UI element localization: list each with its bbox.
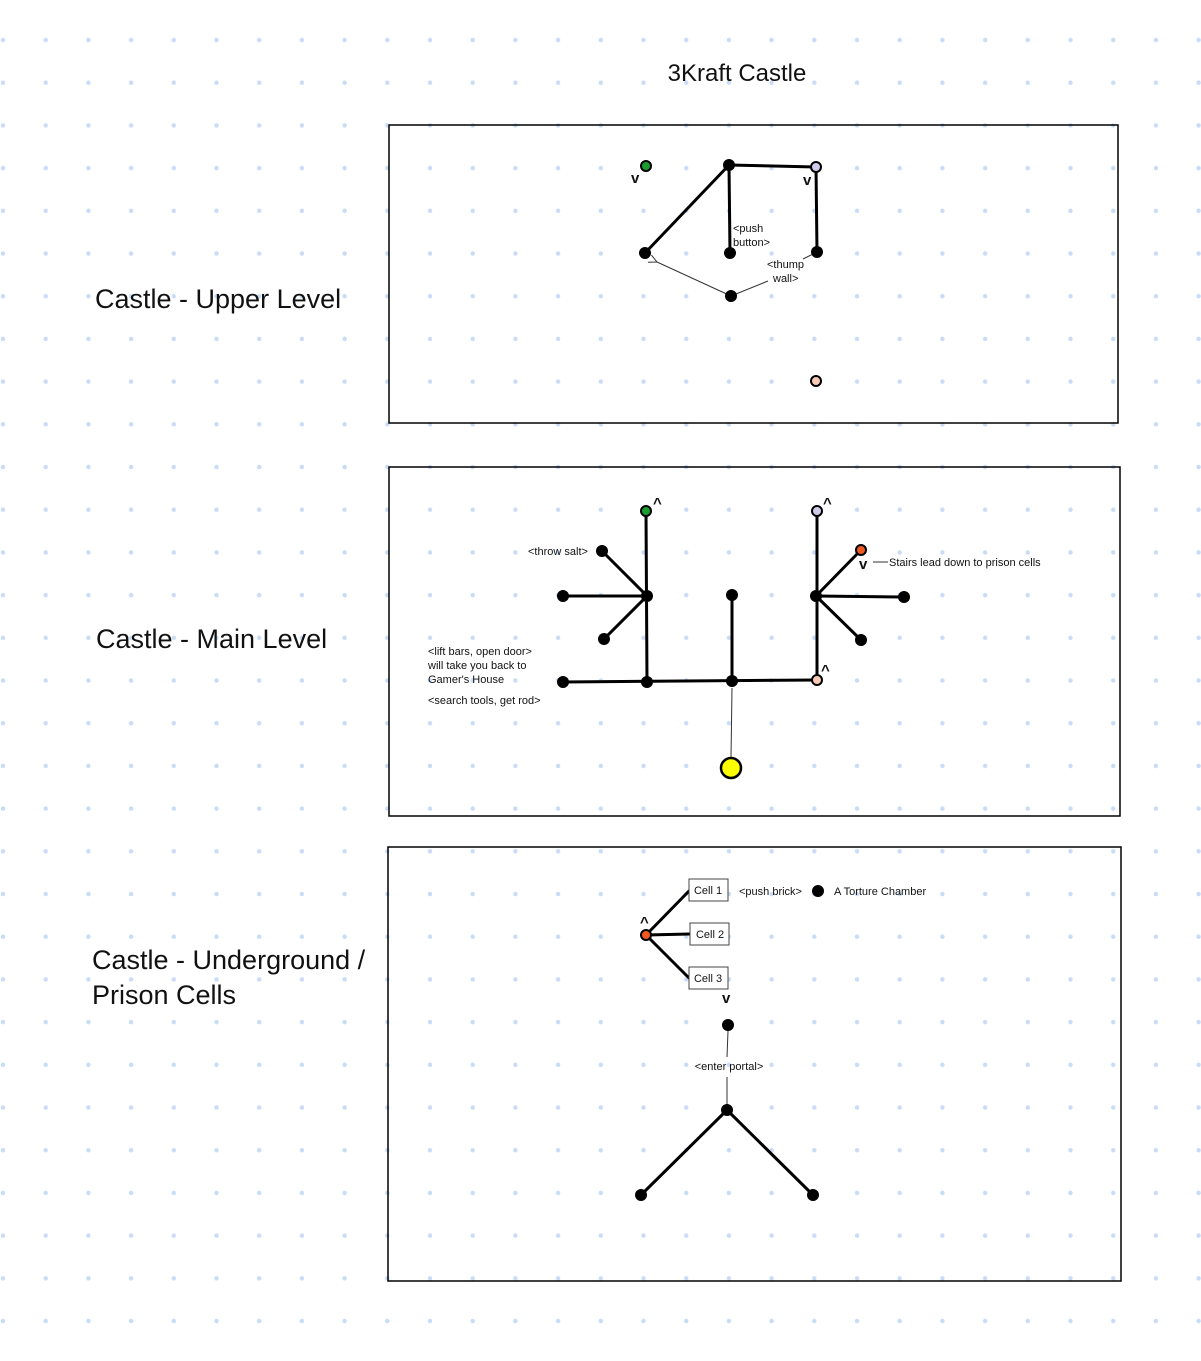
edge	[814, 548, 863, 598]
down-marker: v	[722, 990, 731, 1007]
annotation: <throw salt>	[528, 546, 588, 558]
arrow-to-left-node	[657, 262, 732, 297]
torture-chamber-node	[812, 885, 824, 897]
node	[641, 676, 653, 688]
red-stair-node	[855, 544, 867, 556]
node	[557, 676, 569, 688]
annotation: <push	[733, 223, 763, 235]
down-marker: v	[859, 556, 868, 573]
down-marker: v	[631, 170, 640, 187]
annotation: <lift bars, open door>	[428, 646, 532, 658]
node	[898, 591, 910, 603]
section-label-main: Castle - Main Level	[96, 624, 327, 654]
main-level-panel	[388, 466, 1121, 817]
lavender-stair-node	[811, 505, 823, 517]
connector-line	[726, 1030, 729, 1058]
annotation: <thump	[767, 259, 804, 271]
cell-2-box	[689, 922, 730, 946]
annotation: will take you back to	[427, 660, 526, 672]
node	[639, 247, 651, 259]
node	[726, 675, 738, 687]
edge	[600, 549, 649, 598]
edge	[644, 933, 691, 980]
cell-label: Cell 1	[694, 885, 722, 897]
peach-stair-node	[810, 375, 822, 387]
node	[723, 159, 735, 171]
cell-3-box	[688, 966, 729, 990]
red-stair-node	[640, 929, 652, 941]
section-label-upper: Castle - Upper Level	[95, 284, 341, 314]
cell-label: Cell 3	[694, 973, 722, 985]
node	[598, 633, 610, 645]
lavender-stair-node	[810, 161, 822, 173]
edge	[644, 932, 692, 937]
edge	[727, 163, 818, 169]
node	[811, 246, 823, 258]
page-title: 3Kraft Castle	[668, 60, 807, 87]
up-marker: ^	[640, 914, 649, 931]
annotation: Gamer's House	[428, 674, 504, 686]
connector-line	[730, 687, 733, 759]
edge	[725, 1108, 815, 1197]
down-marker: v	[803, 172, 812, 189]
hub-node	[810, 590, 822, 602]
peach-stair-node	[811, 674, 823, 686]
annotation: <enter portal>	[695, 1061, 764, 1073]
section-label-underground: Castle - Underground /	[92, 945, 366, 975]
up-marker: ^	[821, 662, 830, 679]
edge	[814, 594, 906, 599]
cell-label: Cell 2	[696, 929, 724, 941]
upper-level-graph: v v <push button> <thump wall>	[631, 159, 823, 387]
yellow-entrance-node	[719, 756, 743, 780]
node	[807, 1189, 819, 1201]
node	[596, 545, 608, 557]
annotation: button>	[733, 237, 770, 249]
annotation: <push brick>	[739, 886, 802, 898]
node	[855, 634, 867, 646]
edge	[727, 163, 732, 255]
edge	[643, 163, 731, 255]
annotation: A Torture Chamber	[834, 886, 926, 898]
up-marker: ^	[823, 495, 832, 512]
connector-line	[730, 280, 769, 297]
portal-node	[721, 1104, 733, 1116]
green-stair-node	[640, 160, 652, 172]
edge	[561, 678, 819, 684]
main-level-graph: ^ ^ ^ v <throw salt> Stairs lead down to…	[427, 495, 1041, 780]
node	[722, 1019, 734, 1031]
green-stair-node	[640, 505, 652, 517]
upper-level-panel	[388, 124, 1119, 424]
underground-panel	[387, 846, 1122, 1282]
node	[557, 590, 569, 602]
annotation: wall>	[772, 273, 798, 285]
up-marker: ^	[653, 495, 662, 512]
node	[724, 247, 736, 259]
edge	[814, 594, 863, 642]
node	[726, 589, 738, 601]
annotation: Stairs lead down to prison cells	[889, 557, 1041, 569]
underground-graph: Cell 1 Cell 2 Cell 3 ^ <push brick> A To…	[635, 878, 926, 1201]
node	[635, 1189, 647, 1201]
hub-node	[641, 590, 653, 602]
cell-1-box	[688, 878, 729, 902]
annotation: <search tools, get rod>	[428, 695, 541, 707]
node	[725, 290, 737, 302]
edge	[644, 889, 691, 937]
edge	[602, 594, 649, 641]
edge	[639, 1108, 729, 1197]
section-label-underground: Prison Cells	[92, 980, 236, 1010]
edge	[814, 165, 819, 254]
